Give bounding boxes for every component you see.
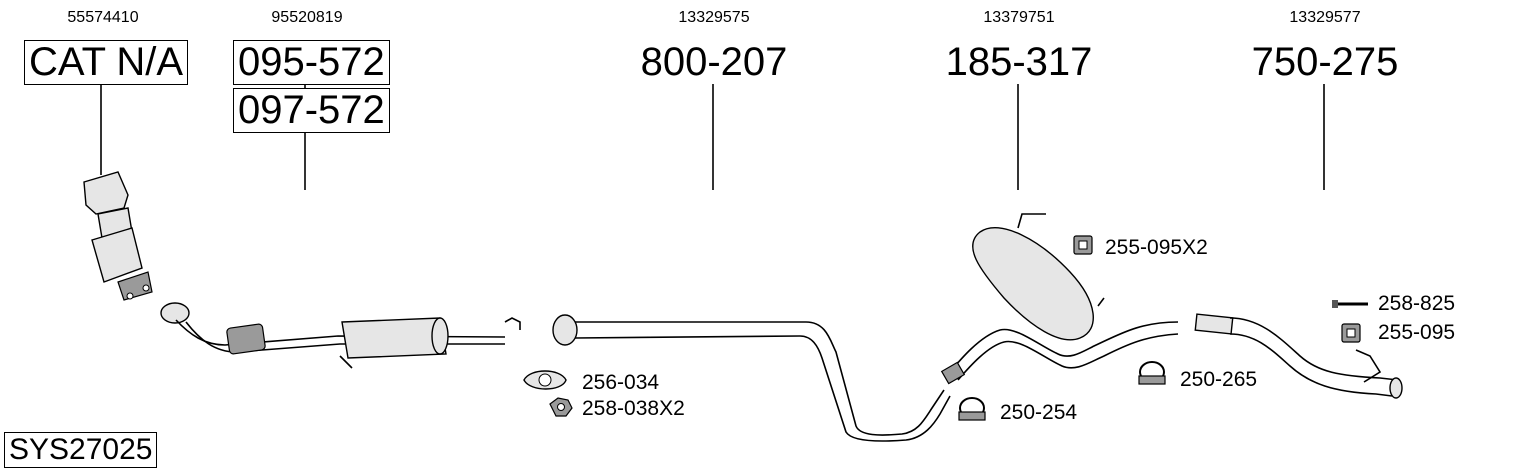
intermediate-pipe-drawing: [552, 314, 951, 442]
part-number: 185-317: [945, 40, 1093, 84]
rear-silencer-drawing: [940, 213, 1179, 385]
part-number-box: 097-572: [233, 88, 390, 133]
accessory-label: 250-254: [1000, 401, 1078, 424]
front-pipe-drawing: [160, 302, 521, 369]
accessory-label: 256-034: [582, 371, 660, 394]
accessory-label: 258-825: [1378, 292, 1456, 315]
tail-pipe-drawing: [1194, 313, 1403, 399]
part-number: 750-275: [1251, 40, 1399, 84]
gasket-icon: [523, 370, 567, 390]
oem-number: 55574410: [67, 9, 139, 26]
clamp-icon-2: [958, 397, 986, 421]
catalytic-converter-drawing: [83, 171, 153, 301]
accessory-label: 255-095X2: [1105, 236, 1208, 259]
rubber-mount-icon: [1073, 235, 1093, 255]
oem-number: 13379751: [983, 9, 1055, 26]
part-number: 800-207: [640, 40, 788, 84]
part-number-box: 095-572: [233, 40, 390, 85]
oem-number: 13329577: [1289, 9, 1361, 26]
accessory-label: 255-095: [1378, 321, 1456, 344]
oem-number: 13329575: [678, 9, 750, 26]
part-number-box: CAT N/A: [24, 40, 189, 85]
rubber-mount-icon-2: [1341, 323, 1361, 343]
nut-icon: [549, 397, 573, 417]
clamp-icon: [1138, 361, 1166, 385]
accessory-label: 258-038X2: [582, 397, 685, 420]
bolt-icon: [1332, 300, 1368, 308]
accessory-label: 250-265: [1180, 368, 1258, 391]
system-code-box: SYS27025: [4, 432, 158, 468]
oem-number: 95520819: [271, 9, 343, 26]
